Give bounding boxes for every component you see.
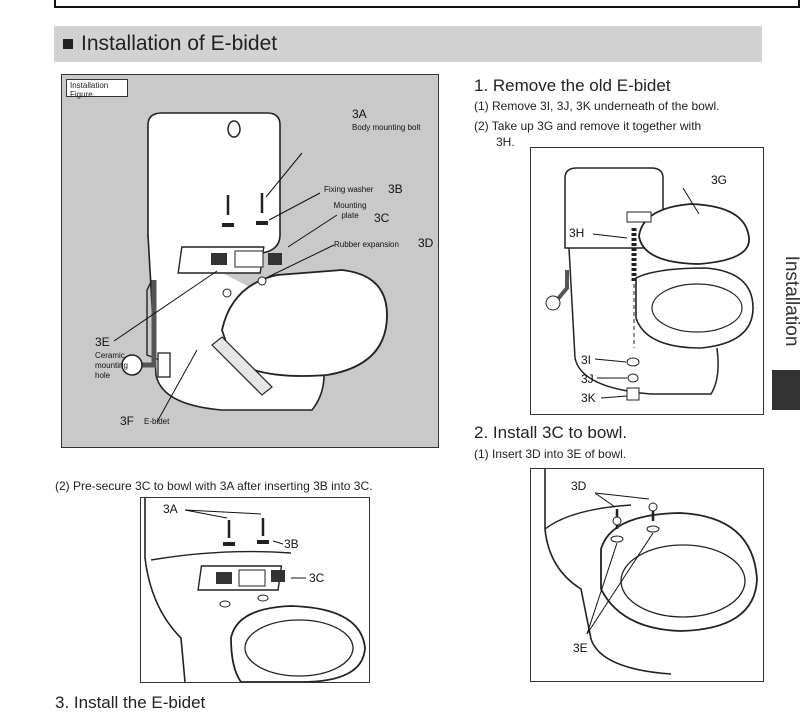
side-tab-label: Installation: [781, 255, 800, 347]
bullet-square: [63, 39, 73, 49]
label-body-mounting-bolt: Body mounting bolt: [352, 123, 421, 132]
installation-figure-drawing: [113, 112, 388, 423]
remove-bidet-figure: 3G 3H 3I 3J 3K: [530, 147, 764, 415]
label-3b: 3B: [388, 182, 403, 196]
label-3a-step2: 3A: [163, 502, 178, 516]
label-3c-step2: 3C: [309, 571, 325, 585]
top-frame: [54, 0, 800, 8]
section-header: Installation of E-bidet: [54, 26, 762, 62]
side-tab: Installation: [772, 250, 800, 360]
step3-heading: 3. Install the E-bidet: [55, 693, 206, 712]
label-3b-step2: 3B: [284, 537, 299, 551]
label-ceramic-mounting-hole: Ceramic mounting hole: [95, 351, 128, 380]
label-3k: 3K: [581, 391, 596, 405]
label-3d-step2: 3D: [571, 479, 587, 493]
label-3f: 3F: [120, 414, 135, 428]
label-fixing-washer: Fixing washer: [324, 185, 374, 194]
insert-3d-figure: 3D 3E: [530, 468, 764, 682]
remove-bidet-drawing: [545, 167, 754, 401]
side-tab-marker: [772, 370, 800, 410]
label-3j: 3J: [581, 372, 594, 386]
step2-item-2: (2) Pre-secure 3C to bowl with 3A after …: [55, 479, 373, 493]
step2-item-1: (1) Insert 3D into 3E of bowl.: [474, 447, 627, 461]
label-3d: 3D: [418, 236, 434, 250]
step1-heading: 1. Remove the old E-bidet: [474, 76, 671, 95]
insert-3d-drawing: [544, 469, 758, 675]
label-3a: 3A: [352, 107, 367, 121]
section-title: Installation of E-bidet: [81, 32, 278, 55]
step1-item-1: (1) Remove 3I, 3J, 3K underneath of the …: [474, 99, 720, 113]
label-3e-step2: 3E: [573, 641, 588, 655]
step1-item-2: (2) Take up 3G and remove it together wi…: [474, 119, 702, 133]
step1-item-2-cont: 3H.: [496, 135, 515, 149]
label-rubber-expansion: Rubber expansion: [334, 240, 399, 249]
step2-heading: 2. Install 3C to bowl.: [474, 423, 628, 442]
figure-caption-box: Installation Figure: [66, 79, 128, 99]
label-3e: 3E: [95, 335, 110, 349]
label-mounting-plate: Mounting plate: [333, 201, 367, 220]
label-3h: 3H: [569, 226, 585, 240]
installation-figure: Installation Figure 3A Body mounting bol…: [61, 74, 439, 448]
label-e-bidet: E-bidet: [144, 417, 170, 426]
pre-secure-drawing: [144, 498, 366, 682]
label-3g: 3G: [711, 173, 728, 187]
label-3c: 3C: [374, 211, 390, 225]
pre-secure-figure: 3A 3B 3C: [140, 497, 370, 683]
label-3i: 3I: [581, 353, 592, 367]
